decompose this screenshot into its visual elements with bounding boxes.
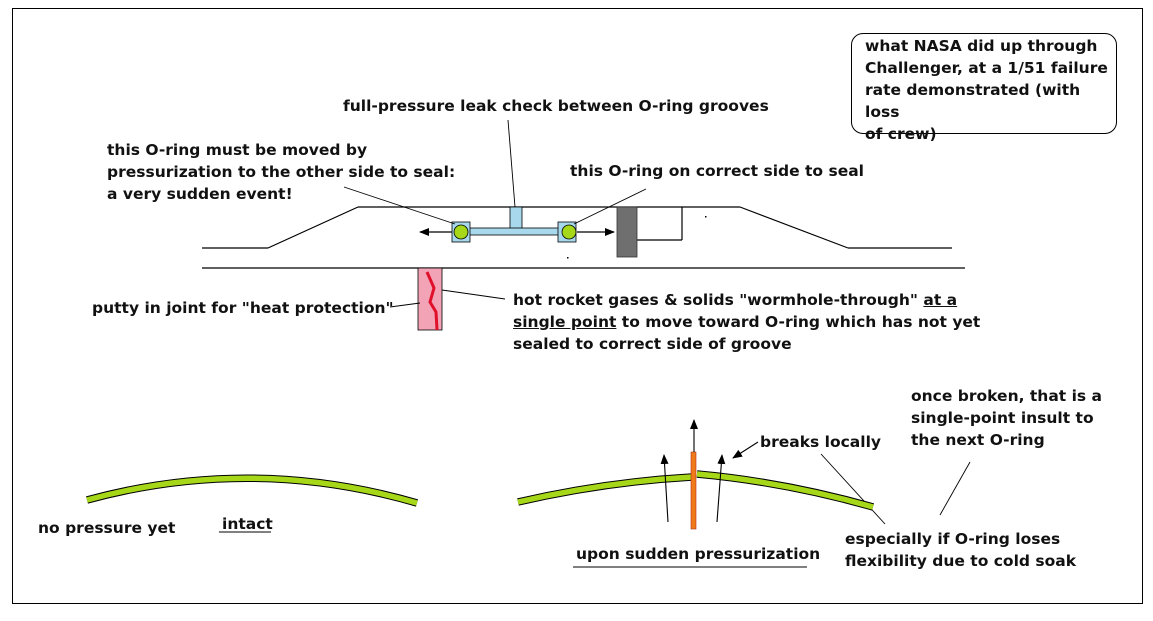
hot-gases-underlined: at a bbox=[923, 291, 958, 309]
hot-gases-underlined: single point bbox=[513, 313, 617, 331]
cold-soak-line: flexibility due to cold soak bbox=[845, 552, 1077, 570]
hot-gases-label: hot rocket gases & solids "wormhole-thro… bbox=[513, 289, 980, 355]
broken-oring-arc bbox=[517, 470, 875, 511]
oring-moved-label: this O-ring must be moved by pressurizat… bbox=[107, 139, 455, 205]
leader-lines bbox=[343, 119, 971, 525]
leak-check-port bbox=[464, 206, 569, 236]
leak-port-stem bbox=[509, 206, 523, 231]
hot-gases-text: to move toward O-ring which has not yet bbox=[616, 313, 981, 331]
hot-gases-text: sealed to correct side of groove bbox=[513, 335, 792, 353]
once-broken-line: the next O-ring bbox=[911, 431, 1045, 449]
cold-soak-line: especially if O-ring loses bbox=[845, 530, 1061, 548]
once-broken-line: once broken, that is a bbox=[911, 387, 1102, 405]
pressure-arrow-left bbox=[660, 454, 669, 523]
sudden-pressurization-label: upon sudden pressurization bbox=[576, 545, 821, 563]
nasa-note-line: Challenger, at a 1/51 failure bbox=[865, 59, 1108, 77]
clamp-block bbox=[616, 206, 638, 258]
pressure-arrow-right bbox=[716, 454, 726, 523]
nasa-note-line: of crew) bbox=[865, 125, 937, 143]
oring-moved-line: pressurization to the other side to seal… bbox=[107, 163, 456, 181]
leak-port-channel bbox=[464, 227, 569, 236]
putty-label: putty in joint for "heat protection" bbox=[92, 299, 394, 317]
once-broken-line: single-point insult to bbox=[911, 409, 1094, 427]
nasa-note-line: rate demonstrated (with loss bbox=[865, 81, 1081, 121]
breaks-arrow bbox=[732, 441, 759, 459]
oring-right bbox=[557, 221, 577, 243]
oring-correct-label: this O-ring on correct side to seal bbox=[570, 162, 864, 180]
once-broken-label: once broken, that is a single-point insu… bbox=[911, 385, 1102, 451]
joint-outline bbox=[202, 206, 965, 269]
oring-moved-line: this O-ring must be moved by bbox=[107, 141, 368, 159]
putty-joint bbox=[417, 267, 443, 331]
oring-moved-line: a very sudden event! bbox=[107, 185, 293, 203]
wormhole-path bbox=[425, 271, 439, 331]
nasa-note-box: what NASA did up through Challenger, at … bbox=[851, 33, 1117, 143]
gas-jet bbox=[690, 451, 697, 530]
nasa-note-line: what NASA did up through bbox=[865, 37, 1098, 55]
diagram-frame bbox=[12, 8, 1143, 604]
intact-oring-arc bbox=[86, 474, 419, 507]
breaks-locally-label: breaks locally bbox=[760, 433, 881, 451]
intact-label: intact bbox=[222, 515, 273, 533]
hot-gases-text: hot rocket gases & solids "wormhole-thro… bbox=[513, 291, 924, 309]
oring-left bbox=[451, 221, 471, 243]
cold-soak-label: especially if O-ring loses flexibility d… bbox=[845, 528, 1076, 572]
no-pressure-label: no pressure yet bbox=[38, 519, 176, 537]
leak-check-label: full-pressure leak check between O-ring … bbox=[343, 97, 769, 115]
